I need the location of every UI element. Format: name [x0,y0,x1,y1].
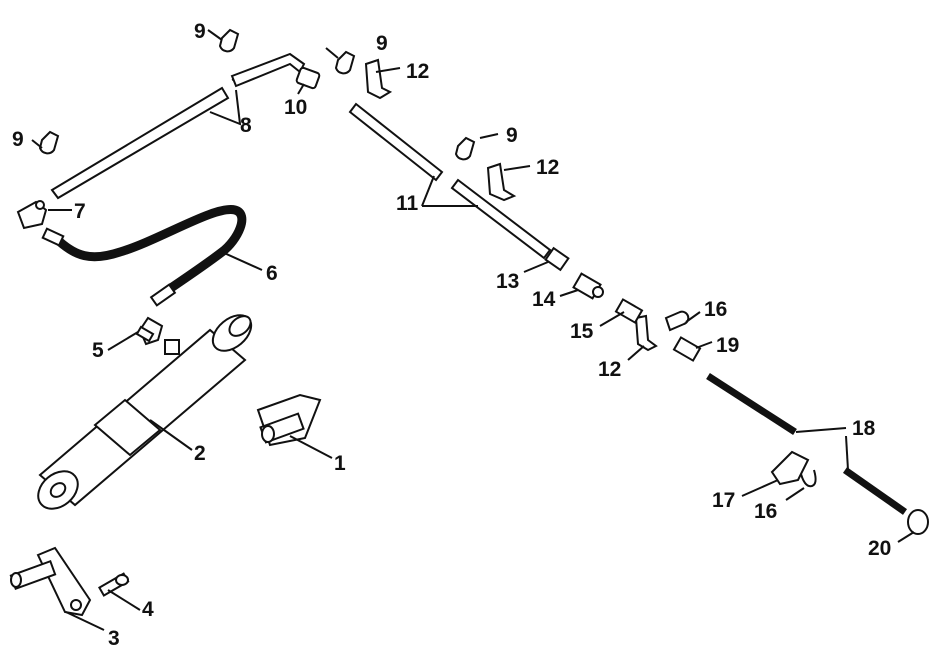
clamp-9c [38,130,60,155]
tee-fitting-15 [614,298,644,324]
label-part-12a: 12 [406,60,429,83]
mount-bracket [256,393,322,447]
label-part-7: 7 [74,200,86,223]
label-part-16b: 16 [754,500,777,523]
label-part-6: 6 [266,262,278,285]
upper-tube [50,52,306,200]
label-part-18: 18 [852,417,876,440]
clamp-9b [334,50,356,75]
tube-fitting-13 [544,246,570,272]
control-knob [907,509,929,535]
elbow-fitting-7 [16,200,48,230]
angle-bracket-12a [364,58,393,100]
tube-nut [295,66,321,90]
label-part-9d: 9 [506,124,518,147]
part-labels: 1 2 3 4 5 6 7 8 9 9 9 9 10 11 12 12 12 1… [12,20,891,650]
cable-fitting-19 [672,336,702,362]
label-part-3: 3 [108,627,120,650]
union-fitting-14 [572,272,604,300]
retaining-clip-16b [799,469,817,488]
clevis-pin [98,572,130,597]
label-part-9b: 9 [376,32,388,55]
hydraulic-cylinder [37,314,253,510]
label-part-5: 5 [92,339,104,362]
label-part-15: 15 [570,320,594,343]
label-part-13: 13 [496,270,519,293]
angle-bracket-12c [634,314,658,352]
clamp-9d [454,136,476,161]
label-part-12c: 12 [598,358,621,381]
label-part-14: 14 [532,288,556,311]
label-part-4: 4 [142,598,154,621]
label-part-17: 17 [712,489,735,512]
pivot-plate [9,546,92,617]
label-part-16a: 16 [704,298,727,321]
label-part-9a: 9 [194,20,206,43]
label-part-19: 19 [716,334,739,357]
label-part-11: 11 [396,192,419,215]
hydraulic-hose [41,205,247,307]
label-part-8: 8 [240,114,252,137]
leader-lines [31,29,915,631]
angle-bracket-12b [486,162,517,202]
cable-bracket-17 [770,450,810,486]
clamp-9a [218,28,240,53]
elbow-fitting-5 [135,316,164,346]
label-part-10: 10 [284,96,307,119]
long-tube-11 [348,102,552,260]
retaining-clip-16a [664,310,690,332]
label-part-20: 20 [868,537,891,560]
label-part-1: 1 [334,452,346,475]
label-part-12b: 12 [536,156,559,179]
label-part-9c: 9 [12,128,24,151]
label-part-2: 2 [194,442,206,465]
control-cable-18 [706,373,908,515]
